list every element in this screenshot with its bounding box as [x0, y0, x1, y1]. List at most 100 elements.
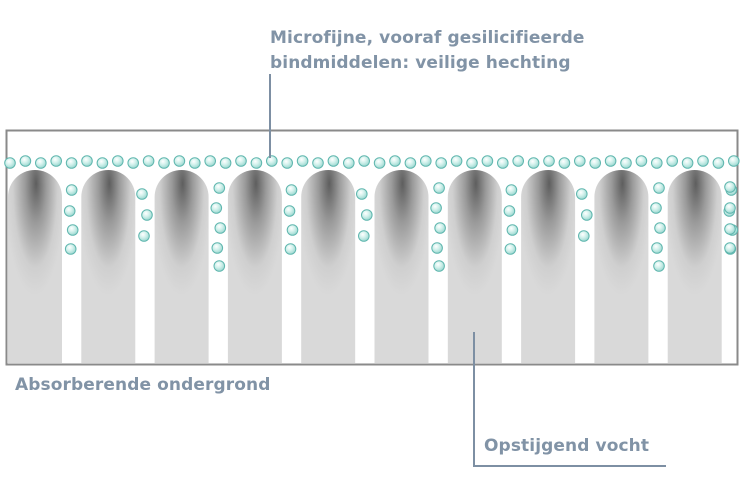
- binder-particle: [358, 230, 370, 242]
- binder-particle: [356, 188, 368, 200]
- binder-particle: [358, 155, 371, 167]
- binder-particle: [281, 157, 294, 169]
- binder-particle: [666, 155, 679, 167]
- binder-particle: [286, 224, 299, 236]
- binder-particle: [589, 157, 602, 169]
- binder-particle: [724, 181, 736, 193]
- substrate-pillar: [227, 170, 282, 363]
- binder-particle: [219, 157, 232, 169]
- binder-particle: [420, 155, 432, 167]
- binder-particle: [158, 157, 170, 169]
- binder-particle: [138, 230, 150, 242]
- binder-particle: [576, 188, 588, 200]
- substrate-pillar: [81, 170, 136, 363]
- binder-particle: [431, 242, 443, 254]
- binder-particle: [285, 184, 298, 196]
- binder-particle: [81, 155, 93, 167]
- substrate-pillar: [374, 170, 429, 363]
- binder-particle: [19, 155, 32, 167]
- binder-particle: [650, 202, 662, 214]
- binder-particle: [235, 155, 247, 167]
- binder-particle: [505, 184, 518, 196]
- binder-particle: [211, 242, 224, 254]
- binder-particle: [213, 260, 226, 272]
- binder-particle: [66, 224, 79, 236]
- binder-particle: [466, 157, 478, 169]
- binder-particle: [50, 155, 63, 167]
- substrate-pillar: [667, 170, 722, 363]
- binder-particle: [653, 260, 665, 272]
- binder-particle: [620, 157, 632, 169]
- binder-particle: [136, 188, 148, 200]
- binder-particle: [389, 155, 401, 167]
- binder-particle: [296, 155, 309, 167]
- binder-label-line1: Microfijne, vooraf gesilicifieerde: [270, 28, 585, 48]
- binder-particle: [204, 155, 216, 167]
- binder-particle: [635, 155, 648, 167]
- binder-particle: [543, 155, 555, 167]
- binder-particle: [724, 242, 736, 254]
- binder-particle: [250, 157, 263, 169]
- binder-particle: [574, 155, 586, 167]
- binder-particle: [651, 242, 663, 254]
- binder-particle: [497, 157, 509, 169]
- binder-particle: [327, 155, 340, 167]
- binder-particle: [578, 230, 590, 242]
- substrate-pillar: [154, 170, 209, 363]
- binder-particle: [266, 155, 278, 167]
- binder-particle: [65, 157, 78, 169]
- substrate-pillar: [301, 170, 356, 363]
- binder-particle: [4, 157, 16, 169]
- binder-particle: [189, 157, 201, 169]
- binder-particle: [65, 184, 78, 196]
- binder-particle: [373, 157, 386, 169]
- binder-particle: [651, 157, 663, 169]
- binder-particle: [283, 205, 296, 217]
- binder-particle: [312, 157, 324, 169]
- binder-particle: [284, 243, 297, 255]
- substrate-pillar: [521, 170, 576, 363]
- binder-particle: [96, 157, 109, 169]
- binder-particle: [558, 157, 571, 169]
- binder-particle: [681, 157, 694, 169]
- substrate-label: Absorberende ondergrond: [15, 375, 271, 395]
- binder-particle: [434, 222, 446, 234]
- substrate-pillar: [447, 170, 502, 363]
- binder-particle: [35, 157, 47, 169]
- binder-particle: [503, 205, 516, 217]
- substrate-pillar: [8, 170, 62, 363]
- binder-particle: [112, 155, 124, 167]
- binder-particle: [127, 157, 139, 169]
- binder-particle: [697, 155, 709, 167]
- substrate-pillar: [594, 170, 649, 363]
- binder-particle: [142, 155, 155, 167]
- binder-particle: [404, 157, 417, 169]
- binder-particle: [450, 155, 463, 167]
- binder-particle: [504, 243, 517, 255]
- binder-particle: [604, 155, 617, 167]
- binder-particle: [527, 157, 540, 169]
- binder-particle: [361, 209, 373, 221]
- binder-particle: [210, 202, 223, 214]
- binder-particle: [64, 243, 77, 255]
- binder-particle: [343, 157, 355, 169]
- pillar-group: [8, 170, 722, 363]
- binder-particle: [430, 202, 442, 214]
- binder-particle: [481, 155, 494, 167]
- binder-particle: [654, 222, 666, 234]
- binder-particle: [724, 223, 736, 235]
- leader-line-right: [473, 332, 666, 467]
- binder-particle: [653, 182, 665, 194]
- binder-particle: [433, 260, 445, 272]
- bead-group: [4, 155, 740, 272]
- binder-particle: [63, 205, 76, 217]
- binder-particle: [214, 222, 227, 234]
- binder-particle: [433, 182, 445, 194]
- binder-particle: [728, 155, 740, 167]
- moisture-label: Opstijgend vocht: [484, 436, 650, 456]
- binder-particle: [213, 182, 226, 194]
- binder-particle: [581, 209, 593, 221]
- binder-particle: [141, 209, 153, 221]
- binder-label: Microfijne, vooraf gesilicifieerde bindm…: [270, 26, 585, 76]
